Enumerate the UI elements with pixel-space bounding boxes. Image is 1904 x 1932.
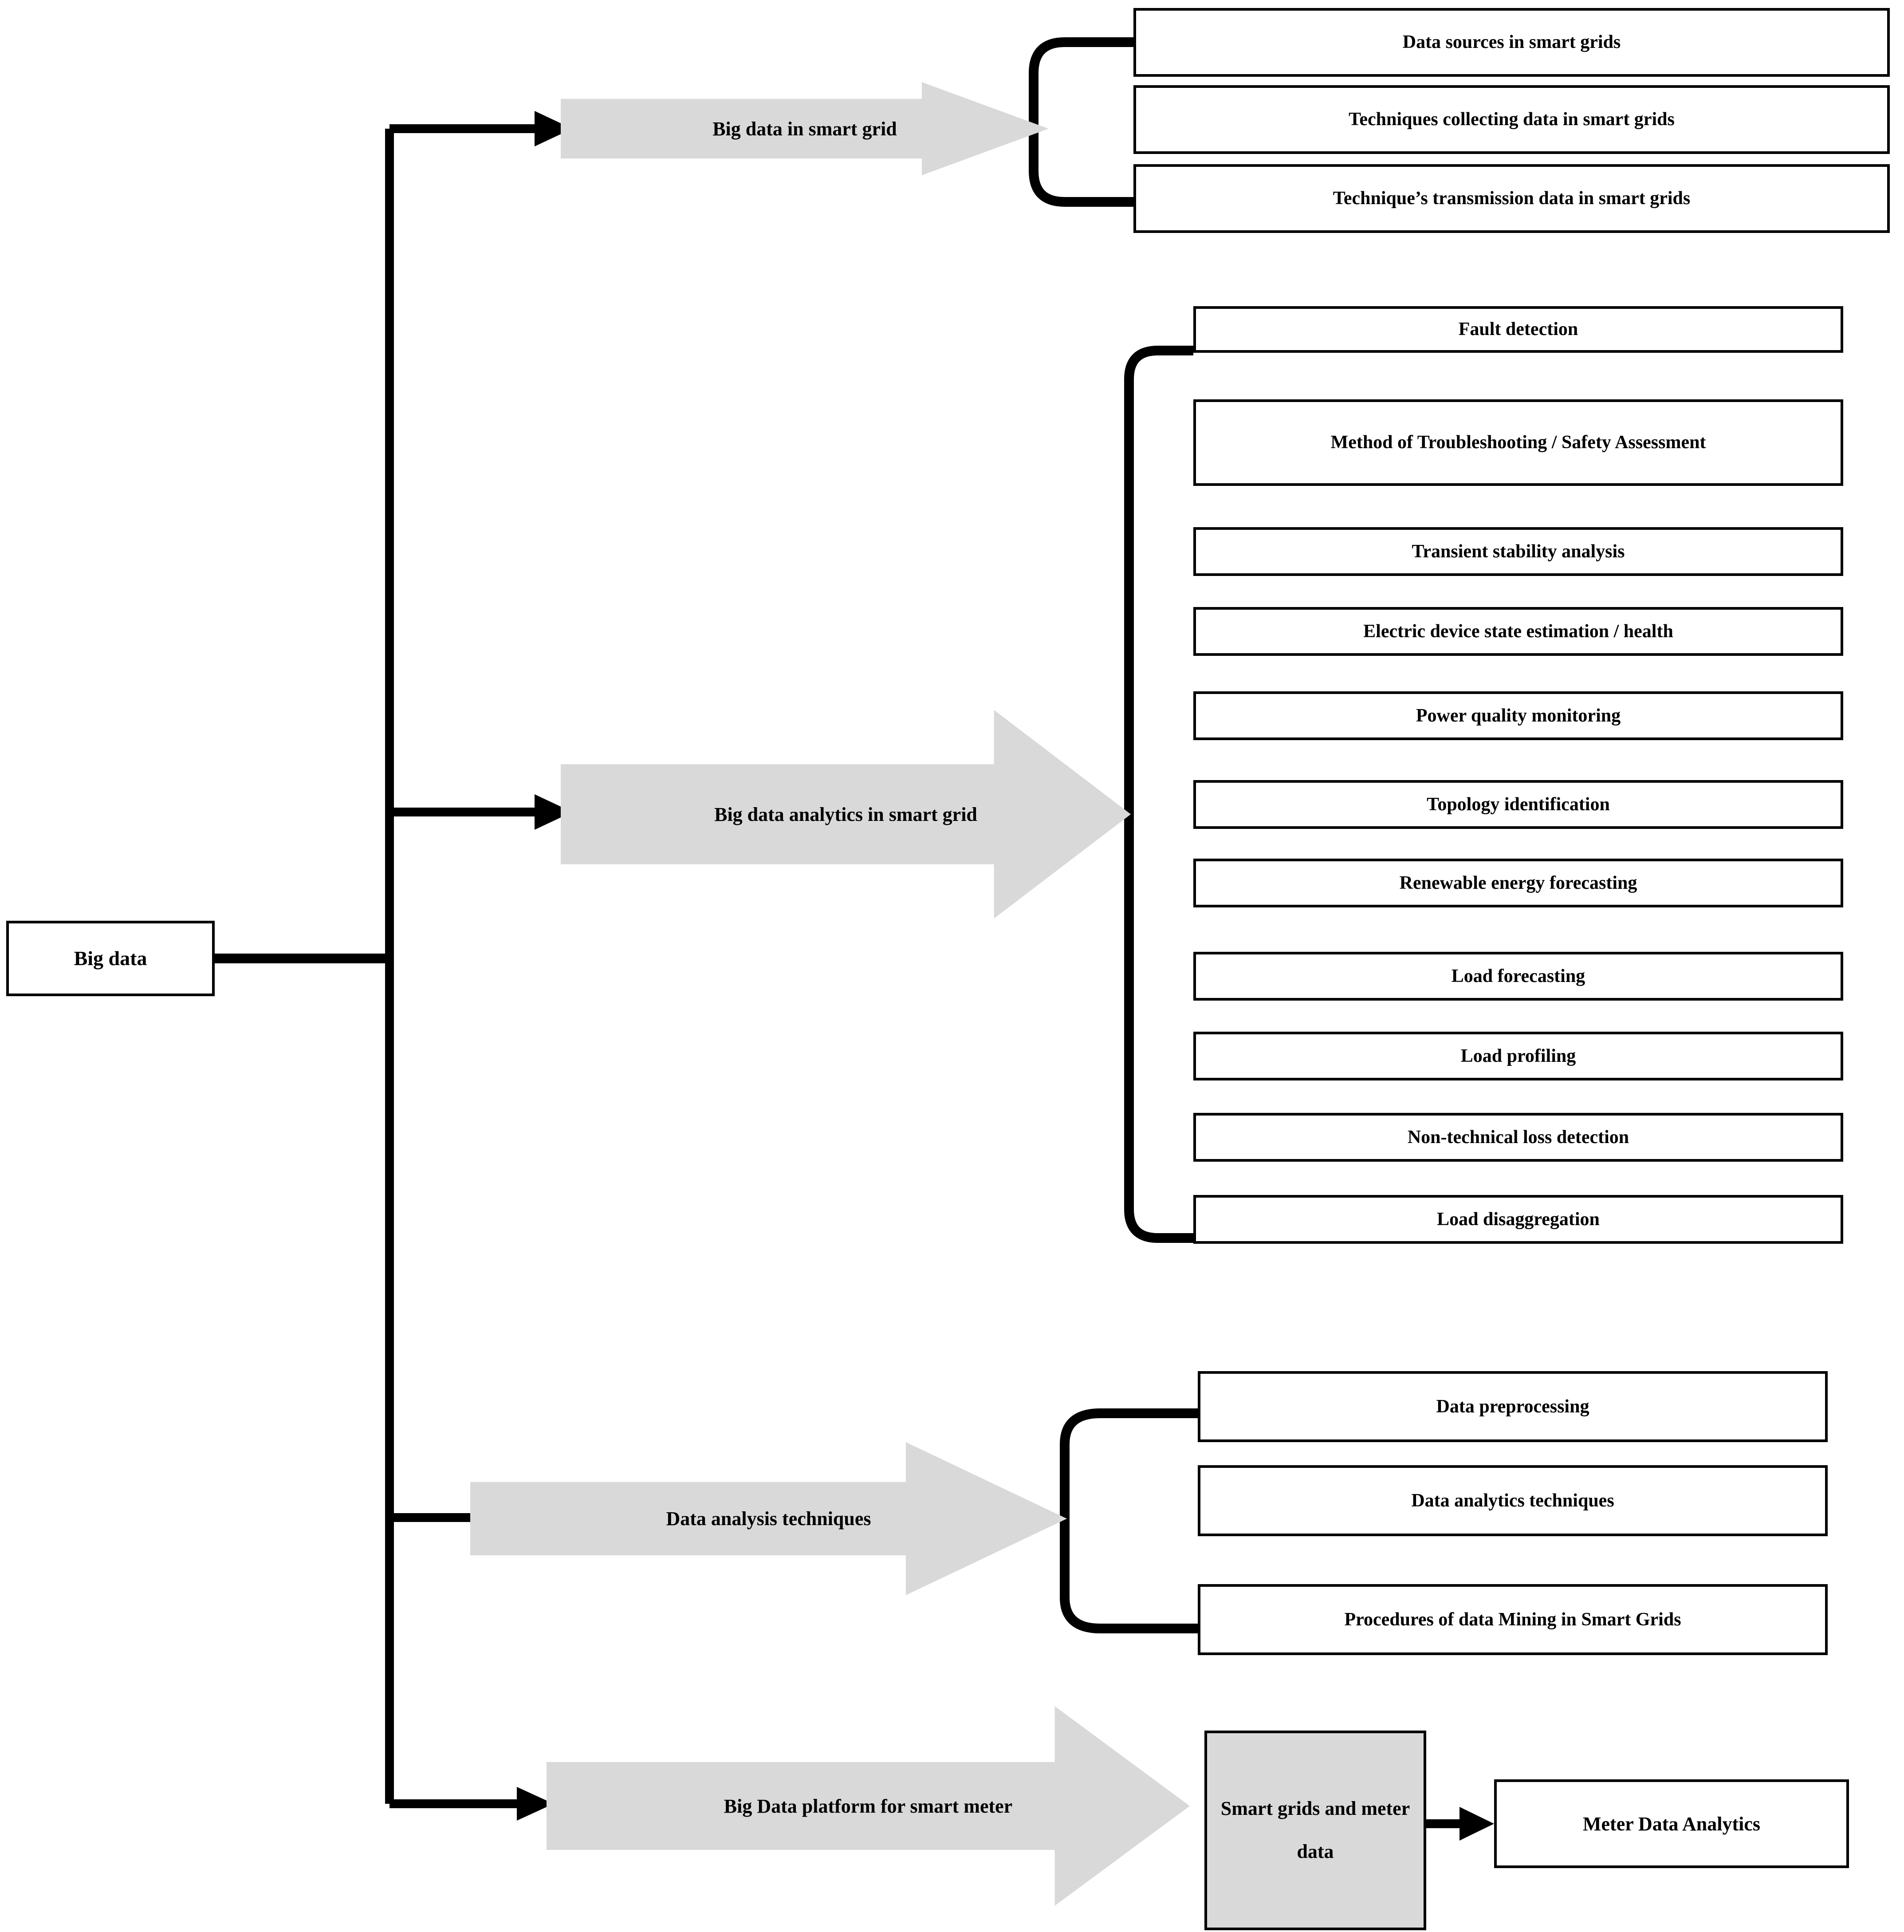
node-method-of-troubleshooting-safety-assessment[interactable]: Method of Troubleshooting / Safety Asses… — [1193, 399, 1843, 486]
node-techniques-transmission-data-in-smart-grids[interactable]: Technique’s transmission data in smart g… — [1133, 164, 1890, 233]
chevron-big-data-platform-for-smart-meter[interactable]: Big Data platform for smart meter — [547, 1706, 1190, 1906]
node-label: Meter Data Analytics — [1583, 1813, 1760, 1835]
node-label: Non-technical loss detection — [1407, 1127, 1629, 1147]
root-node-label: Big data — [74, 947, 147, 970]
node-label: Data preprocessing — [1436, 1396, 1589, 1417]
node-label: Renewable energy forecasting — [1399, 872, 1637, 893]
root-node-big-data[interactable]: Big data — [6, 921, 215, 996]
node-label: Data sources in smart grids — [1402, 32, 1621, 53]
node-load-profiling[interactable]: Load profiling — [1193, 1032, 1843, 1080]
node-topology-identification[interactable]: Topology identification — [1193, 780, 1843, 829]
bracket-branch-1 — [1029, 37, 1133, 207]
node-electric-device-state-estimation-health[interactable]: Electric device state estimation / healt… — [1193, 607, 1843, 656]
node-data-sources-in-smart-grids[interactable]: Data sources in smart grids — [1133, 8, 1890, 77]
chevron-big-data-in-smart-grid[interactable]: Big data in smart grid — [561, 82, 1049, 175]
node-label: Electric device state estimation / healt… — [1363, 621, 1673, 642]
node-label: Transient stability analysis — [1412, 541, 1625, 562]
node-meter-data-analytics[interactable]: Meter Data Analytics — [1494, 1779, 1849, 1868]
node-label: Load forecasting — [1451, 966, 1585, 986]
node-label: Topology identification — [1427, 794, 1610, 815]
node-label: Load disaggregation — [1437, 1209, 1600, 1230]
chevron-big-data-analytics-in-smart-grid[interactable]: Big data analytics in smart grid — [561, 710, 1131, 919]
node-power-quality-monitoring[interactable]: Power quality monitoring — [1193, 691, 1843, 740]
node-transient-stability-analysis[interactable]: Transient stability analysis — [1193, 527, 1843, 576]
node-procedures-of-data-mining-in-smart-grids[interactable]: Procedures of data Mining in Smart Grids — [1198, 1584, 1828, 1655]
node-label: Fault detection — [1458, 319, 1578, 340]
node-renewable-energy-forecasting[interactable]: Renewable energy forecasting — [1193, 859, 1843, 907]
node-non-technical-loss-detection[interactable]: Non-technical loss detection — [1193, 1113, 1843, 1162]
node-label: Load profiling — [1460, 1045, 1576, 1066]
bracket-branch-3 — [1060, 1408, 1198, 1633]
node-label: Technique’s transmission data in smart g… — [1333, 188, 1691, 209]
chevron-data-analysis-techniques[interactable]: Data analysis techniques — [470, 1442, 1067, 1595]
node-load-forecasting[interactable]: Load forecasting — [1193, 952, 1843, 1001]
chevron-big-data-in-smart-grid-label: Big data in smart grid — [712, 118, 897, 140]
node-load-disaggregation[interactable]: Load disaggregation — [1193, 1195, 1843, 1244]
node-techniques-collecting-data-in-smart-grids[interactable]: Techniques collecting data in smart grid… — [1133, 85, 1890, 154]
node-fault-detection[interactable]: Fault detection — [1193, 306, 1843, 353]
node-label: Techniques collecting data in smart grid… — [1349, 109, 1675, 130]
chevron-data-analysis-techniques-label: Data analysis techniques — [666, 1508, 871, 1530]
chevron-big-data-platform-for-smart-meter-label: Big Data platform for smart meter — [724, 1795, 1013, 1817]
meter-link-arrowhead — [1459, 1807, 1494, 1841]
node-label: Power quality monitoring — [1416, 705, 1621, 726]
node-label: Data analytics techniques — [1411, 1490, 1614, 1511]
node-label: Procedures of data Mining in Smart Grids — [1344, 1609, 1681, 1630]
node-smart-grids-and-meter-data[interactable]: Smart grids and meter data — [1204, 1731, 1426, 1930]
chevron-big-data-analytics-in-smart-grid-label: Big data analytics in smart grid — [714, 803, 977, 825]
node-label: Method of Troubleshooting / Safety Asses… — [1330, 432, 1706, 453]
node-data-analytics-techniques[interactable]: Data analytics techniques — [1198, 1465, 1828, 1536]
bracket-branch-2 — [1124, 346, 1193, 1243]
node-label: Smart grids and meter data — [1220, 1798, 1410, 1862]
node-data-preprocessing[interactable]: Data preprocessing — [1198, 1371, 1828, 1442]
